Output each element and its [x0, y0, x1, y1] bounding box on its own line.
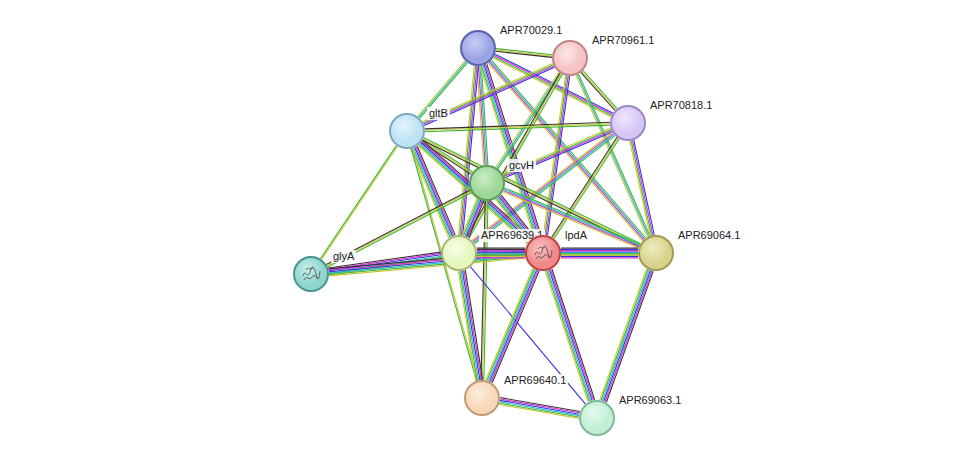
- evidence-line: [496, 72, 559, 167]
- evidence-line: [561, 250, 638, 251]
- interaction-edge: [321, 146, 398, 260]
- evidence-line: [500, 402, 579, 416]
- evidence-line: [503, 129, 611, 175]
- evidence-line: [488, 269, 535, 381]
- evidence-line: [561, 256, 638, 257]
- evidence-line: [458, 271, 475, 381]
- evidence-line: [422, 142, 531, 240]
- evidence-line: [461, 66, 477, 235]
- evidence-line: [496, 51, 552, 57]
- evidence-line: [561, 252, 638, 253]
- protein-node: APR69064.1: [638, 235, 674, 271]
- node-label: APR69063.1: [617, 394, 683, 407]
- protein-node: APR70818.1: [610, 105, 646, 141]
- protein-node: APR69640.1: [464, 380, 500, 416]
- interaction-edge: [486, 268, 539, 383]
- interaction-edge: [600, 269, 653, 402]
- evidence-line: [561, 257, 638, 258]
- evidence-line: [633, 140, 653, 235]
- protein-node: APR69639.1: [441, 235, 477, 271]
- evidence-line: [481, 201, 485, 380]
- evidence-line: [460, 66, 476, 235]
- evidence-line: [499, 405, 579, 419]
- evidence-line: [477, 66, 484, 165]
- protein-node: lpdA: [525, 235, 561, 271]
- evidence-line: [329, 257, 525, 275]
- protein-node: gltB: [389, 113, 425, 149]
- evidence-line: [424, 66, 554, 124]
- protein-node: glyA: [293, 256, 329, 292]
- evidence-line: [606, 271, 653, 402]
- evidence-line: [486, 268, 533, 380]
- evidence-line: [630, 141, 651, 236]
- evidence-line: [577, 75, 648, 237]
- evidence-line: [582, 71, 616, 109]
- protein-node: APR70029.1: [460, 30, 496, 66]
- evidence-line: [634, 140, 655, 235]
- evidence-line: [490, 270, 537, 382]
- evidence-line: [561, 249, 638, 250]
- evidence-line: [490, 61, 644, 239]
- evidence-line: [631, 141, 651, 236]
- structure-thumbnail: [299, 262, 323, 286]
- evidence-line: [479, 66, 486, 165]
- node-label: gcvH: [507, 159, 536, 172]
- interaction-edge: [561, 248, 638, 258]
- evidence-line: [321, 146, 397, 259]
- evidence-line: [461, 271, 478, 380]
- node-label: gltB: [427, 107, 450, 120]
- evidence-line: [460, 271, 477, 381]
- evidence-line: [425, 122, 610, 129]
- evidence-line: [462, 198, 477, 235]
- evidence-line: [561, 255, 638, 256]
- protein-node: APR70961.1: [552, 40, 588, 76]
- evidence-line: [487, 269, 534, 381]
- evidence-line: [604, 270, 651, 401]
- evidence-line: [464, 199, 479, 236]
- evidence-line: [477, 248, 525, 249]
- interaction-edge: [423, 63, 555, 125]
- interaction-edge: [630, 140, 655, 236]
- evidence-line: [322, 146, 398, 259]
- interaction-edge: [425, 122, 610, 131]
- evidence-line: [467, 73, 560, 237]
- evidence-line: [329, 255, 525, 273]
- node-label: lpdA: [563, 229, 589, 242]
- evidence-line: [477, 257, 525, 258]
- evidence-line: [459, 66, 475, 235]
- evidence-line: [499, 403, 579, 417]
- evidence-line: [496, 49, 552, 55]
- evidence-line: [492, 271, 539, 383]
- node-label: glyA: [331, 250, 356, 263]
- interaction-edge: [423, 138, 641, 247]
- interaction-edge: [496, 49, 553, 58]
- evidence-line: [329, 258, 525, 276]
- node-label: APR70818.1: [648, 99, 714, 112]
- evidence-line: [425, 124, 610, 131]
- evidence-line: [602, 270, 649, 401]
- evidence-line: [605, 271, 652, 402]
- evidence-line: [463, 271, 480, 380]
- interaction-edge: [499, 398, 580, 419]
- evidence-line: [423, 140, 640, 246]
- evidence-line: [561, 253, 638, 254]
- structure-thumbnail: [531, 241, 555, 265]
- evidence-line: [601, 269, 648, 400]
- node-label: APR69640.1: [502, 374, 568, 387]
- interaction-edge: [458, 270, 482, 381]
- protein-node: gcvH: [469, 165, 505, 201]
- evidence-line: [491, 270, 538, 382]
- evidence-line: [600, 269, 647, 400]
- evidence-line: [561, 248, 638, 249]
- interaction-edge: [481, 201, 488, 380]
- node-label: APR70029.1: [498, 24, 564, 37]
- evidence-line: [424, 138, 641, 244]
- node-label: APR70961.1: [590, 34, 656, 47]
- node-label: APR69064.1: [676, 229, 742, 242]
- evidence-line: [423, 139, 640, 245]
- evidence-line: [496, 50, 552, 56]
- protein-node: APR69063.1: [579, 400, 615, 436]
- evidence-line: [465, 200, 480, 237]
